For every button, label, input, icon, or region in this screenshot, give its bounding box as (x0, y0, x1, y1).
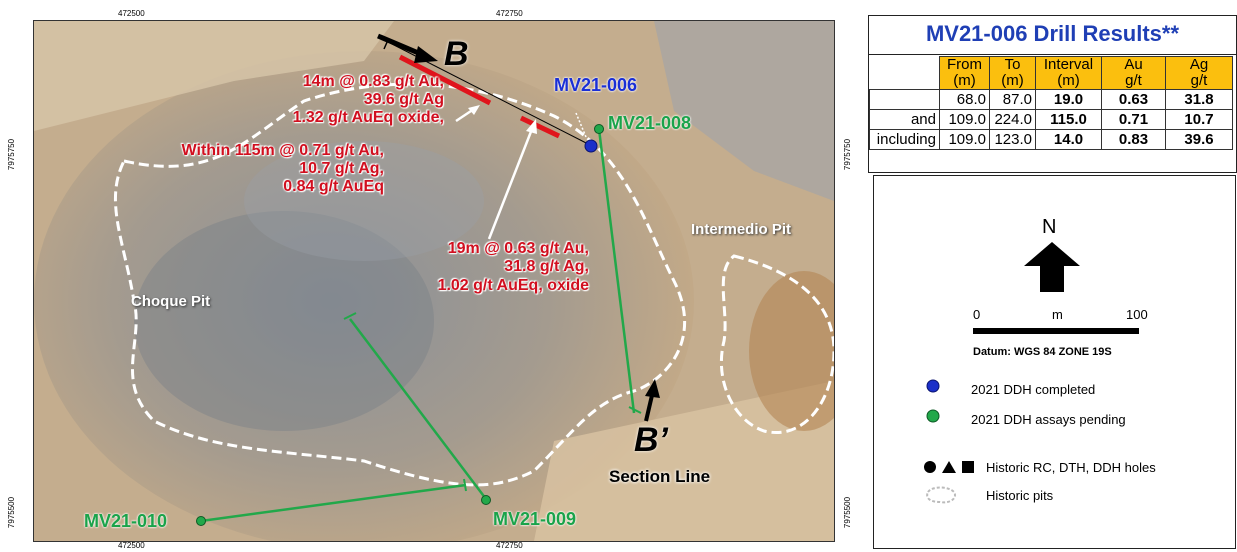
table-cell (869, 89, 940, 110)
tick-bottom-1: 472500 (118, 541, 145, 550)
historic-pit-icon (926, 486, 956, 504)
table-cell: 39.6 (1165, 129, 1233, 150)
legend-panel: N 0 m 100 Datum: WGS 84 ZONE 19S 2021 DD… (873, 175, 1236, 549)
legend-item-pending: 2021 DDH assays pending (971, 412, 1126, 427)
callout-lower-line-1: 19m @ 0.63 g/t Au, (447, 240, 589, 257)
collar-mv21-008 (594, 124, 604, 134)
table-cell: 0.83 (1101, 129, 1166, 150)
tick-left-1: 7975750 (7, 138, 17, 171)
table-row: including 109.0 123.0 14.0 0.83 39.6 (869, 129, 1233, 150)
callout-lower-line-3: 1.02 g/t AuEq, oxide (437, 277, 589, 294)
tick-right-2: 7975500 (843, 496, 853, 529)
table-cell: including (869, 129, 940, 150)
completed-hole-icon (926, 379, 940, 393)
legend-item-historic-pits: Historic pits (986, 488, 1054, 503)
header-cell: Interval(m) (1035, 56, 1102, 90)
bench-shading (244, 141, 484, 261)
tick-left-2: 7975500 (7, 496, 17, 529)
callout-upper-line-4: Within 115m @ 0.71 g/t Au, (181, 142, 384, 159)
pending-hole-icon (926, 409, 940, 423)
legend-item-completed: 2021 DDH completed (971, 382, 1096, 397)
trace-mv21-010 (200, 483, 467, 523)
callout-upper-line-3: 1.32 g/t AuEq oxide, (292, 109, 444, 126)
callout-lower-line-2: 31.8 g/t Ag, (504, 258, 589, 275)
trace-mv21-008 (597, 128, 636, 414)
hole-label-mv21-006: MV21-006 (554, 75, 638, 95)
drill-results-panel: MV21-006 Drill Results** From(m) To(m) I… (868, 15, 1237, 173)
hole-label-mv21-010: MV21-010 (84, 511, 168, 531)
header-cell: From(m) (939, 56, 990, 90)
table-row: 68.0 87.0 19.0 0.63 31.8 (869, 89, 1233, 110)
scale-start-label: 0 (973, 307, 981, 322)
choque-dark-floor (134, 211, 434, 431)
map-graphics (34, 21, 834, 541)
satellite-map: B B’ Section Line Choque Pit Intermedio … (33, 20, 835, 542)
tick-top-2: 472750 (496, 9, 523, 18)
table-cell: 224.0 (989, 109, 1036, 130)
table-cell: 109.0 (939, 129, 990, 150)
table-cell: 10.7 (1165, 109, 1233, 130)
table-cell: 109.0 (939, 109, 990, 130)
table-cell: and (869, 109, 940, 130)
table-cell: 14.0 (1035, 129, 1102, 150)
results-title: MV21-006 Drill Results** (869, 16, 1236, 55)
scale-end-label: 100 (1126, 307, 1148, 322)
collar-mv21-010 (196, 516, 206, 526)
trace-mv21-009 (349, 318, 487, 500)
callout-upper-line-6: 0.84 g/t AuEq (283, 178, 384, 195)
intermedio-pit-outline (719, 254, 834, 434)
table-row: and 109.0 224.0 115.0 0.71 10.7 (869, 109, 1233, 130)
collar-mv21-006 (584, 139, 598, 153)
lower-right-terrain (534, 381, 834, 541)
hole-label-mv21-009: MV21-009 (493, 509, 577, 529)
table-cell: 0.63 (1101, 89, 1166, 110)
callout-upper-line-2: 39.6 g/t Ag (363, 91, 444, 108)
table-cell: 123.0 (989, 129, 1036, 150)
choque-pit-label: Choque Pit (131, 293, 211, 310)
intercept-upper (398, 54, 492, 106)
scale-bar (973, 328, 1139, 334)
section-line-label: Section Line (609, 467, 711, 486)
map-panel: 472500 472750 472500 472750 7975750 7975… (7, 9, 853, 550)
callout-upper-line-5: 10.7 g/t Ag, (299, 160, 384, 177)
pit-floor-shading (34, 51, 694, 541)
callout-arrow-lower (487, 128, 534, 240)
legend-item-historic-holes: Historic RC, DTH, DDH holes (986, 460, 1156, 475)
table-cell: 115.0 (1035, 109, 1102, 130)
north-arrow-icon (1024, 242, 1080, 292)
table-cell: 0.71 (1101, 109, 1166, 130)
collar-mv21-009 (481, 495, 491, 505)
datum-label: Datum: WGS 84 ZONE 19S (973, 346, 1112, 358)
north-label: N (1042, 216, 1057, 238)
scale-unit-label: m (1052, 307, 1063, 322)
table-cell: 19.0 (1035, 89, 1102, 110)
historic-holes-icon (924, 461, 974, 473)
tick-top-1: 472500 (118, 9, 145, 18)
header-cell (869, 56, 940, 90)
intermedio-floor (749, 271, 834, 431)
tick-right-1: 7975750 (843, 138, 853, 171)
tick-bottom-2: 472750 (496, 541, 523, 550)
intermedio-pit-label: Intermedio Pit (691, 221, 792, 238)
upper-left-terrain (34, 21, 394, 131)
upper-right-terrain (654, 21, 834, 201)
table-cell: 68.0 (939, 89, 990, 110)
callout-upper-line-1: 14m @ 0.83 g/t Au, (302, 73, 444, 90)
section-label-b: B (444, 35, 469, 73)
header-cell: To(m) (989, 56, 1036, 90)
intercept-lower (519, 115, 561, 139)
choque-pit-outline (113, 82, 687, 487)
hole-label-mv21-008: MV21-008 (608, 113, 692, 133)
table-cell: 31.8 (1165, 89, 1233, 110)
table-cell: 87.0 (989, 89, 1036, 110)
section-label-b-prime: B’ (634, 421, 668, 459)
